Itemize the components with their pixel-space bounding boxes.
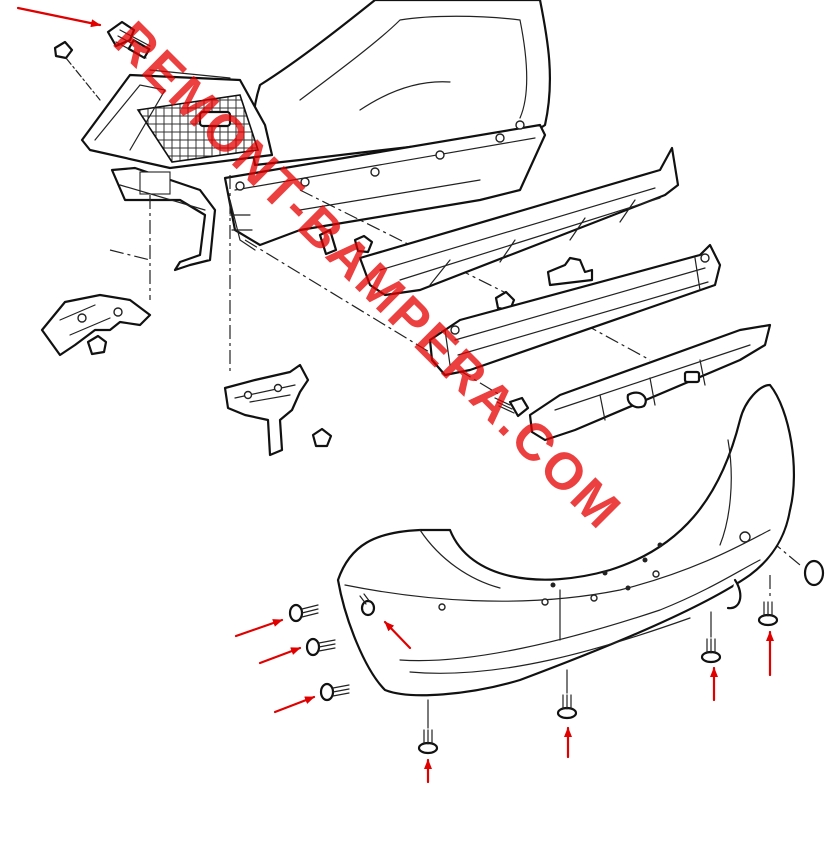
arrow-side-screw-1 bbox=[234, 618, 284, 638]
lamp-nut bbox=[53, 40, 101, 101]
corner-screw bbox=[359, 593, 376, 617]
body-rear-panel bbox=[223, 0, 552, 251]
lamp-screw bbox=[106, 20, 151, 59]
arrow-lamp-screw bbox=[16, 6, 102, 28]
bumper-reinforcement-beam bbox=[428, 243, 722, 377]
quarter-panel-lower bbox=[110, 166, 217, 272]
bottom-screw-4 bbox=[757, 601, 779, 627]
lower-energy-absorber bbox=[528, 323, 772, 442]
side-screw-2 bbox=[305, 637, 336, 657]
left-side-bracket bbox=[40, 293, 152, 357]
upper-guide-strip bbox=[318, 146, 680, 297]
arrow-corner-screw bbox=[383, 620, 412, 650]
center-bracket bbox=[223, 363, 333, 457]
center-clip bbox=[494, 256, 594, 312]
rear-bumper-cover bbox=[336, 383, 796, 697]
parking-sensor-ring bbox=[803, 559, 825, 587]
red-indicator-arrows bbox=[16, 6, 774, 784]
arrow-side-screw-2 bbox=[258, 646, 302, 665]
tail-lamp bbox=[80, 69, 274, 170]
bottom-screw-1 bbox=[417, 699, 439, 755]
side-screw-1 bbox=[288, 603, 319, 623]
beam-bolt bbox=[494, 396, 530, 418]
side-screw-3 bbox=[319, 682, 350, 702]
bottom-screw-3 bbox=[700, 611, 722, 664]
arrow-side-screw-3 bbox=[273, 695, 316, 714]
bottom-screw-2 bbox=[556, 669, 578, 720]
